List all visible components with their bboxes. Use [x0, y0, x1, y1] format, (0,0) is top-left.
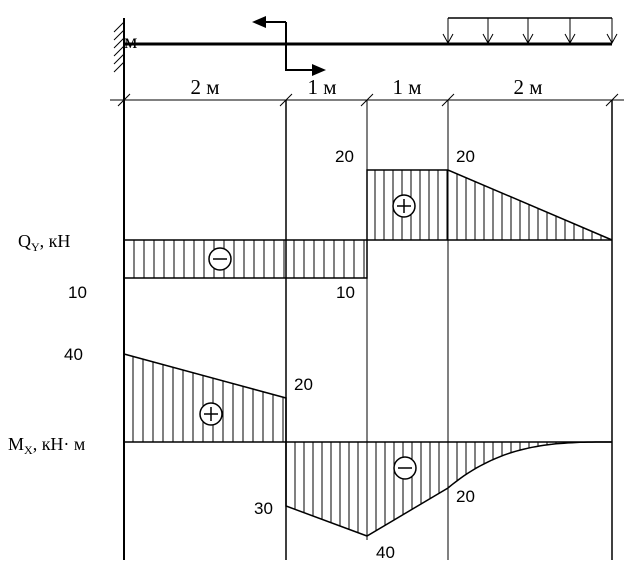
moment-axis-label: MX, кН· м — [8, 434, 85, 457]
distributed-load — [442, 17, 618, 45]
support-wall — [113, 18, 125, 100]
shear-label-left: 10 — [68, 283, 87, 302]
moment-label-40-top: 40 — [64, 345, 83, 364]
load-arrow-head — [442, 33, 454, 45]
load-arrow-head — [564, 33, 576, 45]
moment-negative-sign — [393, 456, 417, 480]
moment-label-20-bottom: 20 — [456, 487, 475, 506]
wall-hatch-line — [113, 37, 125, 49]
shear-positive-sign — [392, 194, 416, 218]
moment-positive-sign — [199, 402, 223, 426]
shear-label-mid: 10 — [336, 283, 355, 302]
wall-hatch-line — [113, 53, 125, 65]
load-arrow-head — [482, 33, 494, 45]
moment-diagram — [123, 353, 612, 537]
reference-lines — [123, 100, 613, 560]
moment-positive-region — [123, 353, 287, 442]
shear-label-peak-left: 20 — [335, 147, 354, 166]
moment-label-20-top: 20 — [294, 375, 313, 394]
moment-label-40-bottom: 40 — [376, 543, 395, 562]
segment-2-label: 1 м — [307, 75, 336, 99]
load-arrow-head — [522, 33, 534, 45]
moment-label-30: 30 — [254, 499, 273, 518]
svg-text:MX, кН· м: MX, кН· м — [8, 434, 85, 457]
wall-hatch-line — [113, 21, 125, 33]
shear-negative-region — [123, 240, 368, 279]
shear-negative-sign — [208, 247, 232, 271]
concentrated-moment-arrows — [252, 16, 326, 76]
shear-axis-label: QY, кН — [18, 231, 70, 254]
load-arrow-head — [606, 33, 618, 45]
svg-text:QY, кН: QY, кН — [18, 231, 70, 254]
moment-negative-region — [285, 441, 612, 537]
shear-diagram — [123, 169, 613, 279]
wall-hatch-line — [113, 61, 125, 73]
wall-hatch-line — [113, 29, 125, 41]
segment-1-label: 2 м — [190, 75, 219, 99]
support-letter: м — [124, 29, 137, 53]
shear-label-peak-right: 20 — [456, 147, 475, 166]
segment-3-label: 1 м — [392, 75, 421, 99]
segment-4-label: 2 м — [513, 75, 542, 99]
wall-hatch-line — [113, 45, 125, 57]
shear-positive-region — [366, 169, 613, 241]
